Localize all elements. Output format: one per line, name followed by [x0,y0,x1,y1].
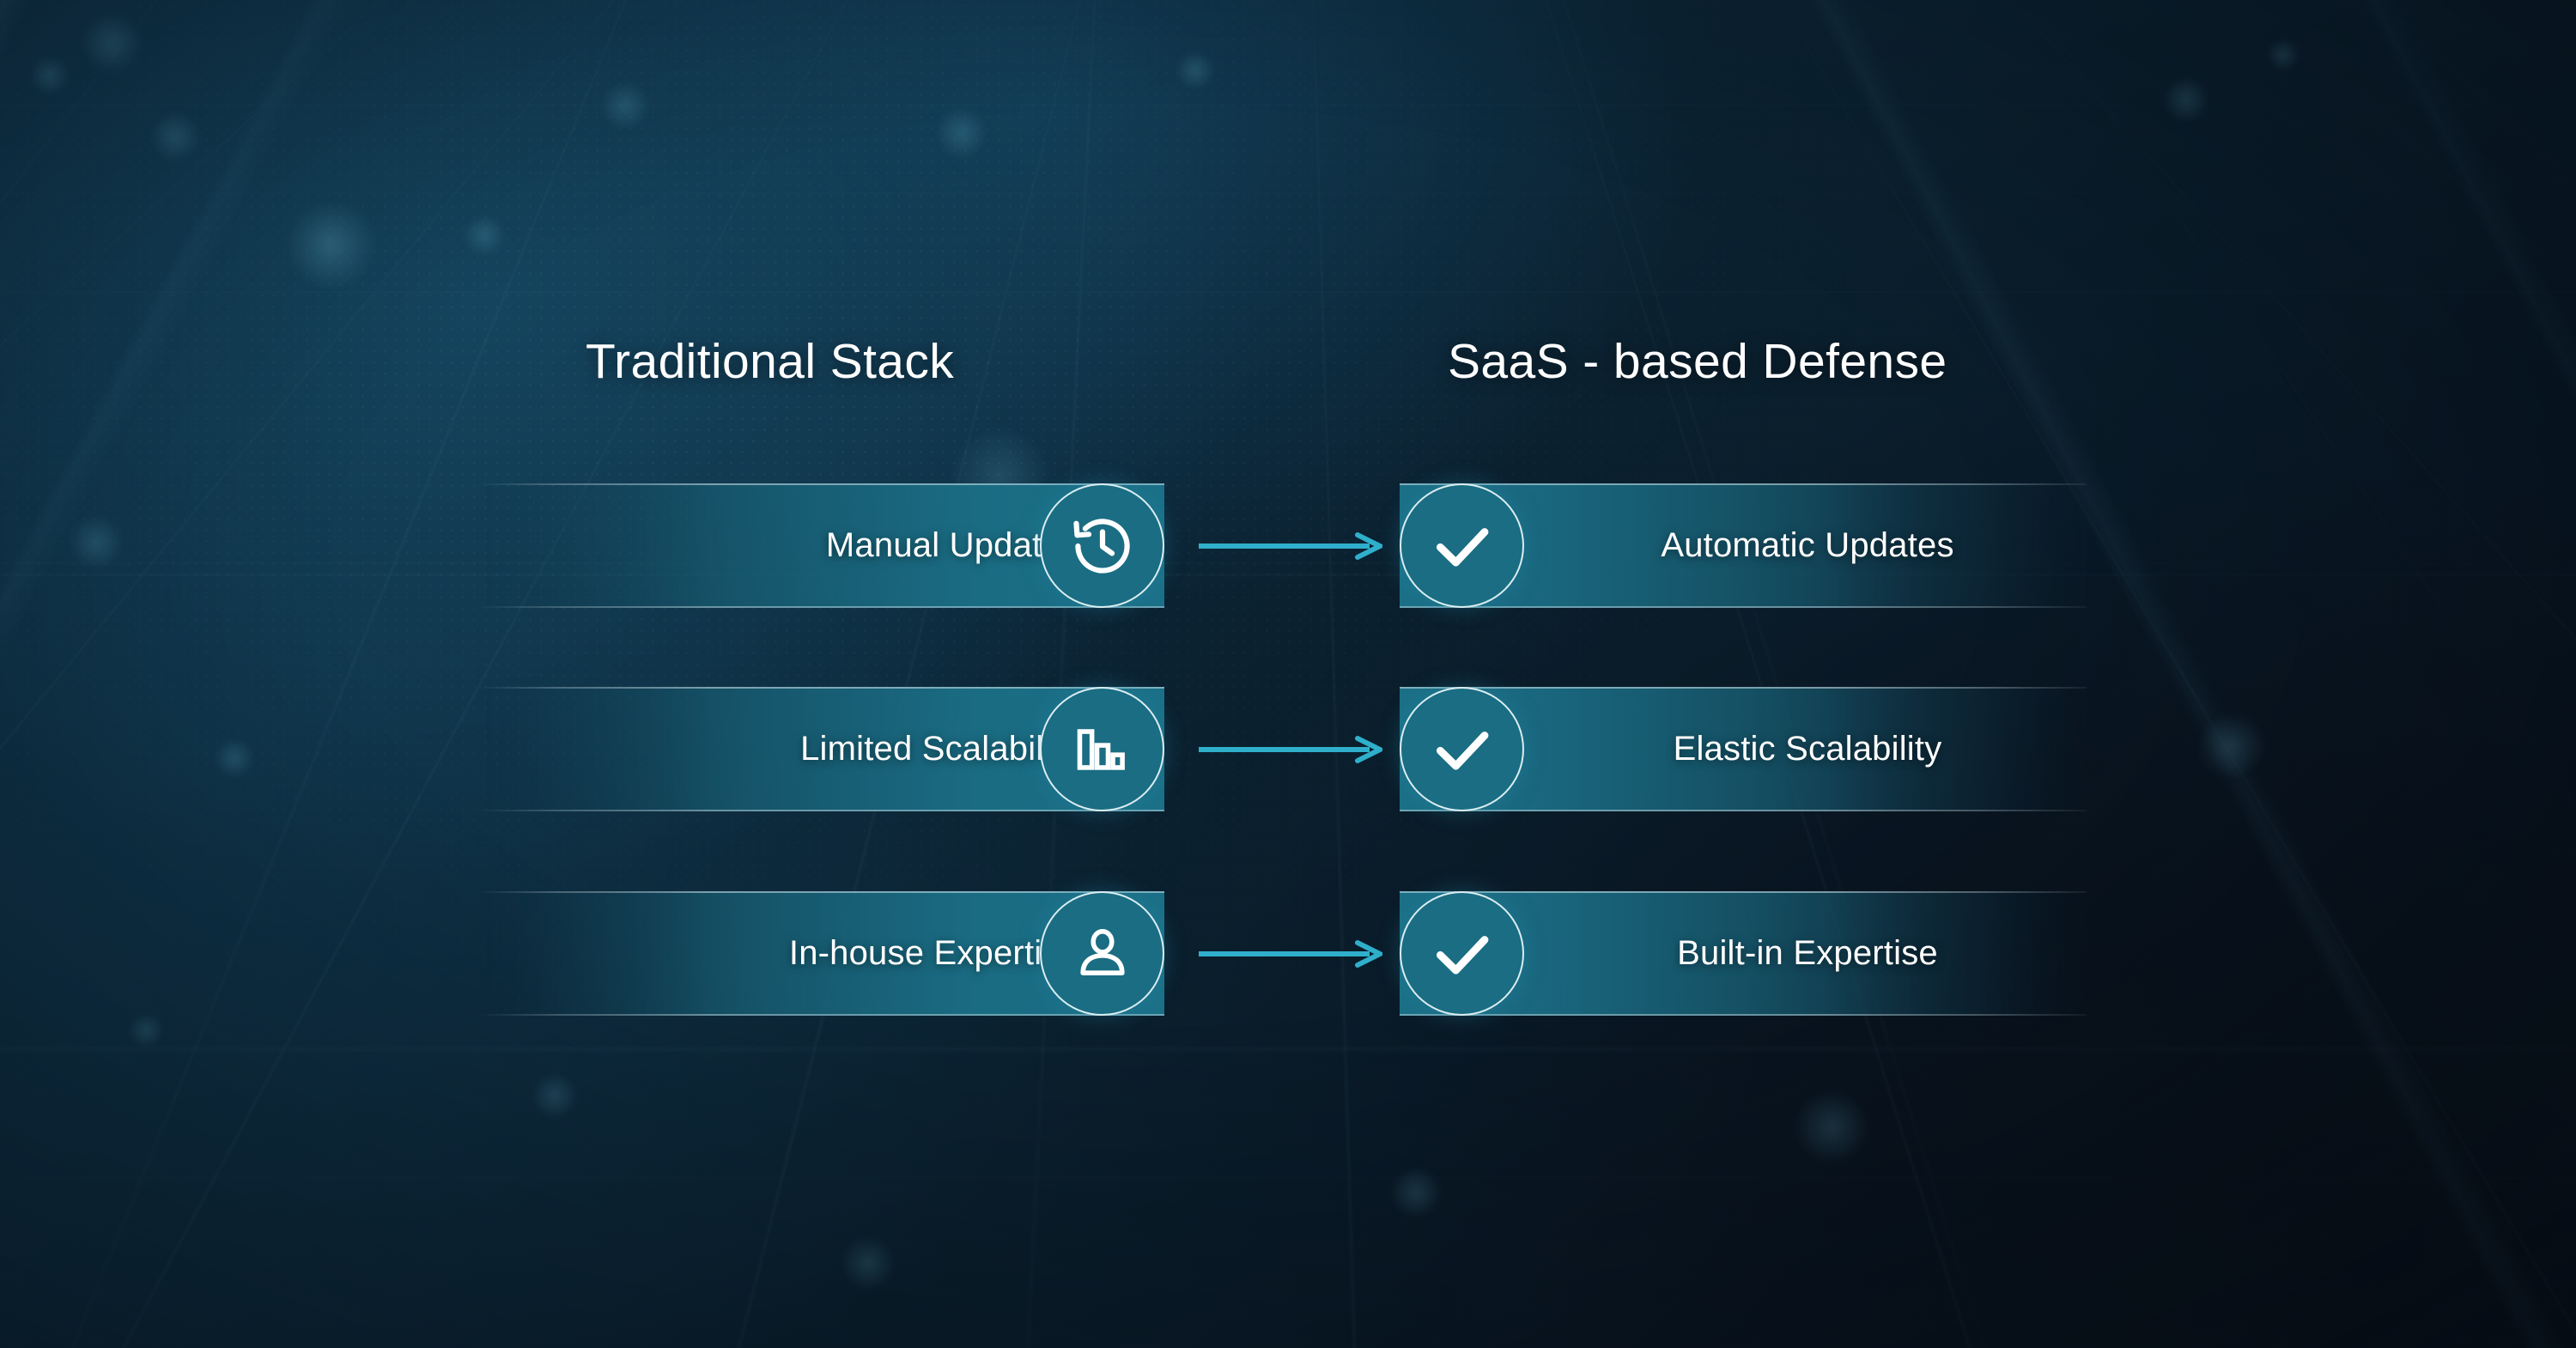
check-icon [1400,483,1524,608]
traditional-pill-label: Manual Updates [825,526,1078,564]
arrow-right-icon [1199,532,1382,560]
comparison-row: Manual Updates Automatic Updates [0,483,2576,609]
arrow-right-icon [1199,736,1382,763]
traditional-pill-label: Limited Scalability [800,730,1078,768]
column-title-traditional: Traditional Stack [586,334,955,389]
saas-pill-label: Automatic Updates [1661,526,1954,564]
check-icon [1400,891,1524,1016]
history-clock-icon [1040,483,1164,608]
arrow-right-icon [1199,940,1382,968]
saas-pill-label: Elastic Scalability [1673,730,1942,768]
check-icon [1400,687,1524,811]
bar-chart-descending-icon [1040,687,1164,811]
person-icon [1040,891,1164,1016]
saas-pill-label: Built-in Expertise [1677,934,1938,972]
comparison-row: Limited Scalability Elastic Scalability [0,687,2576,812]
column-title-saas: SaaS - based Defense [1448,334,1947,389]
traditional-pill-label: In-house Expertise [788,934,1078,972]
comparison-row: In-house Expertise Built-in Expertise [0,891,2576,1017]
